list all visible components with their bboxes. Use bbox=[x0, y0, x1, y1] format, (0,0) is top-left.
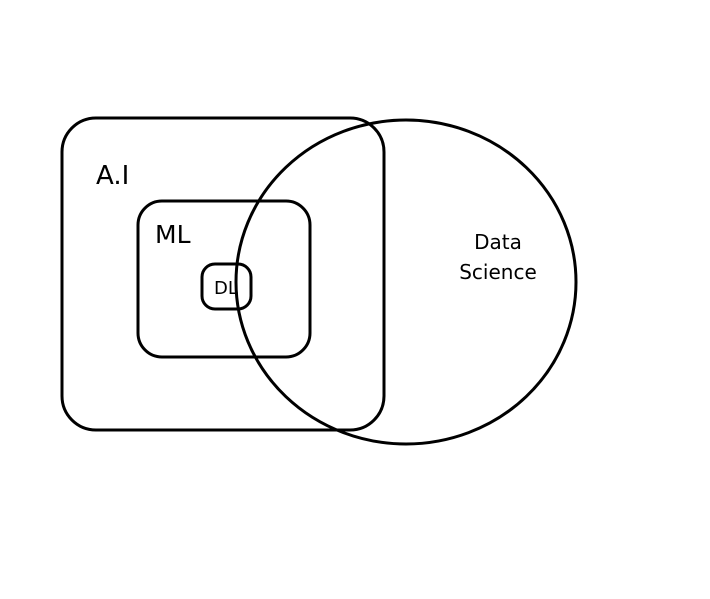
ai-region bbox=[60, 116, 386, 432]
ai-label: A.I bbox=[96, 161, 129, 191]
data-science-label-line1: Data bbox=[474, 230, 522, 254]
dl-label: DL bbox=[214, 278, 238, 299]
ml-label: ML bbox=[155, 220, 191, 249]
ml-region bbox=[136, 199, 312, 359]
data-science-region bbox=[234, 118, 578, 446]
dl-region bbox=[200, 262, 253, 311]
data-science-label-line2: Science bbox=[459, 260, 537, 284]
